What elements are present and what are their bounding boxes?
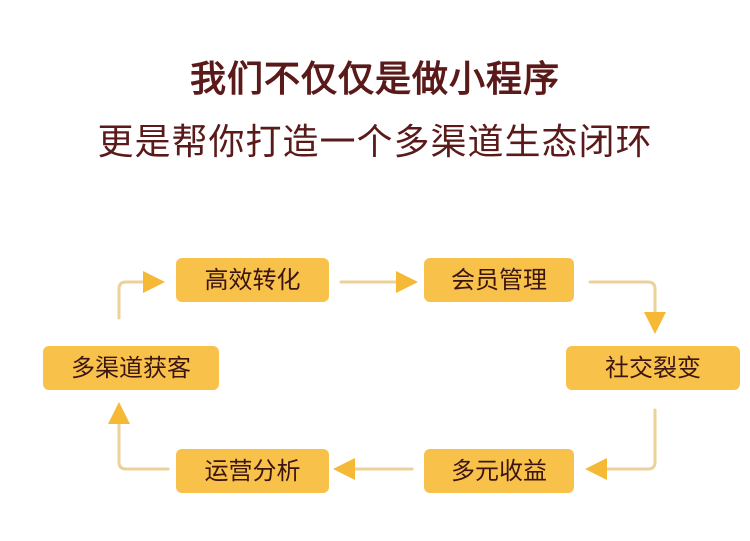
arrowhead-to-revenue	[585, 458, 607, 480]
connector-acquisition-to-conversion	[117, 280, 145, 320]
connector-analysis-to-acquisition	[117, 422, 170, 471]
arrowhead-to-conversion	[143, 271, 165, 293]
node-operation-analysis: 运营分析	[176, 449, 329, 493]
headline-primary: 我们不仅仅是做小程序	[189, 59, 560, 100]
node-multichannel-acquisition: 多渠道获客	[43, 346, 219, 390]
connector-social-to-revenue	[605, 408, 657, 471]
arrowhead-to-member	[396, 271, 418, 293]
node-diversified-revenue: 多元收益	[424, 449, 574, 493]
arrowhead-to-analysis	[333, 458, 355, 480]
node-member-management: 会员管理	[424, 258, 574, 302]
node-high-conversion: 高效转化	[176, 258, 329, 302]
arrowhead-to-social	[644, 312, 666, 334]
headline-secondary: 更是帮你打造一个多渠道生态闭环	[97, 122, 653, 163]
arrowhead-to-acquisition	[108, 402, 130, 424]
connector-member-to-social	[588, 280, 657, 316]
node-social-fission: 社交裂变	[566, 346, 740, 390]
